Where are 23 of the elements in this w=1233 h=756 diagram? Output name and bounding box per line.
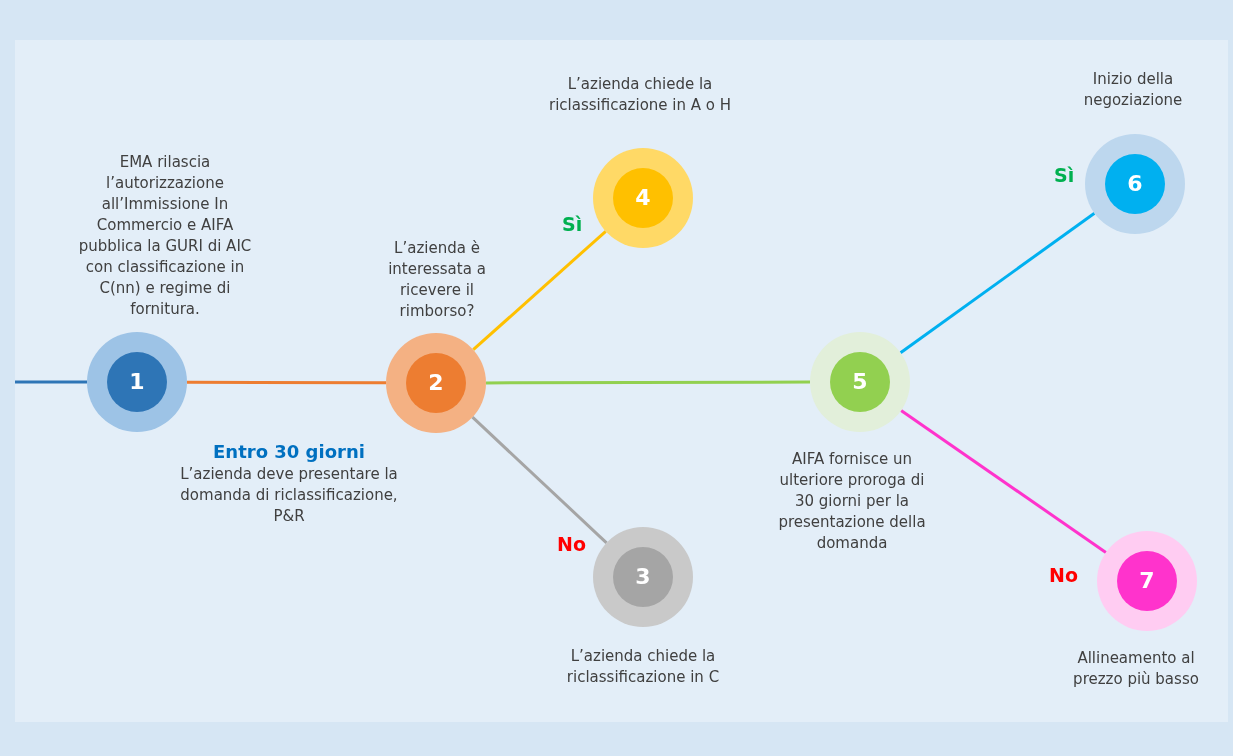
step-number: 4 [613, 168, 673, 228]
step-number: 3 [613, 547, 673, 607]
step-number: 1 [107, 352, 167, 412]
step-description: L’azienda è interessata a ricevere il rimborso? [387, 238, 487, 322]
step-description: Allineamento al prezzo più basso [1072, 648, 1200, 690]
connector-line [900, 409, 1107, 554]
connector-line [471, 416, 608, 544]
step-number: 7 [1117, 551, 1177, 611]
connector-line [486, 380, 810, 385]
step-description: L’azienda chiede la riclassificazione in A o H [547, 74, 732, 116]
step-description: AIFA fornisce un ulteriore proroga di 30 giorni per la presentazione della domanda [777, 449, 927, 554]
connector-line [187, 380, 386, 385]
connector-line [15, 380, 87, 384]
step-number: 6 [1105, 154, 1165, 214]
note-text: L’azienda deve presentare la domanda di riclassificazione, P&R [179, 464, 399, 527]
step-number: 5 [830, 352, 890, 412]
step-number: 2 [406, 353, 466, 413]
deadline-heading: Entro 30 giorni [212, 441, 366, 462]
connector-line [472, 230, 607, 351]
connector-line [899, 212, 1096, 354]
step-description: Inizio della negoziazione [1082, 69, 1184, 111]
step-description: EMA rilascia l’autorizzazione all’Immissione In Commercio e AIFA pubblica la GURI di AIC con classificazione in C(nn) e regime di fornitura. [77, 152, 253, 320]
step-description: L’azienda chiede la riclassificazione in C [565, 646, 721, 688]
